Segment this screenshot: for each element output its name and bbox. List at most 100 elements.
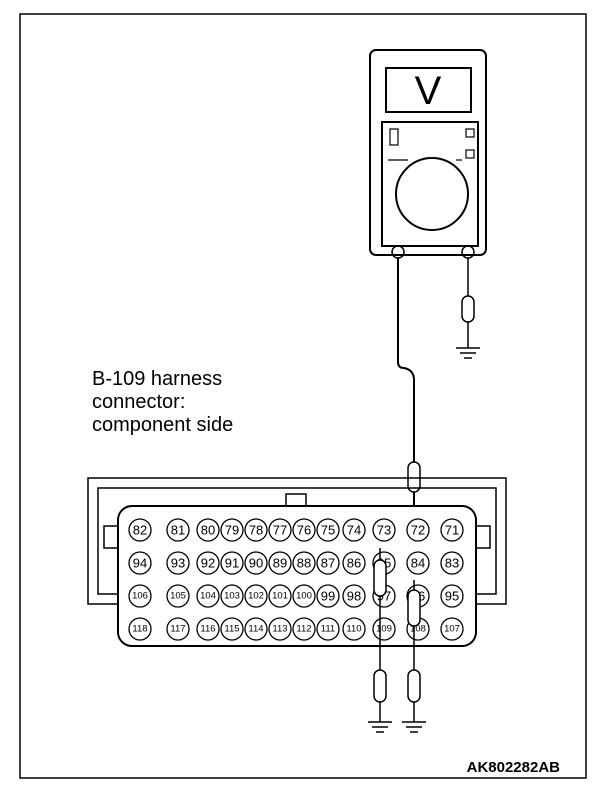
pin-label-111: 111 <box>321 624 335 635</box>
pin-84 <box>406 551 430 575</box>
pin-91 <box>220 551 244 575</box>
pin-label-89: 89 <box>273 556 287 571</box>
pin-label-76: 76 <box>297 523 311 538</box>
pin-110 <box>342 617 366 641</box>
pin-label-72: 72 <box>411 523 425 538</box>
pin-71 <box>440 518 464 542</box>
pin-label-90: 90 <box>249 556 263 571</box>
pin-73 <box>372 518 396 542</box>
pin-label-106: 106 <box>132 591 148 602</box>
test-lead <box>397 258 421 520</box>
figure-frame <box>19 13 587 779</box>
pin-label-81: 81 <box>171 523 185 538</box>
pin-label-100: 100 <box>296 591 312 602</box>
pin-100 <box>292 584 316 608</box>
pin-88 <box>292 551 316 575</box>
connector-label-line3: component side <box>92 414 234 436</box>
pin-95 <box>440 584 464 608</box>
pin-75 <box>316 518 340 542</box>
pin-label-118: 118 <box>132 624 147 635</box>
pin-label-98: 98 <box>347 589 361 604</box>
pin-label-105: 105 <box>170 591 186 602</box>
pin-label-91: 91 <box>225 556 239 571</box>
pin-82 <box>128 518 152 542</box>
connector-probes <box>368 548 426 733</box>
pin-72 <box>406 518 430 542</box>
pin-77 <box>268 518 292 542</box>
pin-label-99: 99 <box>321 589 335 604</box>
pin-86 <box>342 551 366 575</box>
pin-114 <box>244 617 268 641</box>
pin-99 <box>316 584 340 608</box>
pin-116 <box>196 617 220 641</box>
pin-80 <box>196 518 220 542</box>
pin-106 <box>128 584 152 608</box>
pin-102 <box>244 584 268 608</box>
pin-105 <box>166 584 190 608</box>
pin-104 <box>196 584 220 608</box>
pin-94 <box>128 551 152 575</box>
pin-label-80: 80 <box>201 523 215 538</box>
probe-jack-right <box>461 245 475 259</box>
pin-label-75: 75 <box>321 523 335 538</box>
pin-83 <box>440 551 464 575</box>
pin-112 <box>292 617 316 641</box>
rotary-dial <box>395 157 469 231</box>
pin-label-113: 113 <box>272 624 287 635</box>
pin-89 <box>268 551 292 575</box>
pin-113 <box>268 617 292 641</box>
pin-101 <box>268 584 292 608</box>
pin-label-112: 112 <box>296 624 311 635</box>
pin-label-107: 107 <box>444 624 460 635</box>
pin-107 <box>440 617 464 641</box>
pin-81 <box>166 518 190 542</box>
pin-74 <box>342 518 366 542</box>
pin-label-93: 93 <box>171 556 185 571</box>
pin-label-83: 83 <box>445 556 459 571</box>
voltmeter: V <box>369 49 487 259</box>
connector-label: B-109 harness connector: component side <box>92 368 233 437</box>
pin-label-86: 86 <box>347 556 361 571</box>
pin-label-115: 115 <box>224 624 239 635</box>
pin-111 <box>316 617 340 641</box>
pin-label-101: 101 <box>272 591 288 602</box>
ground-probe-meter <box>456 258 480 359</box>
pin-label-109: 109 <box>376 624 392 635</box>
pin-118 <box>128 617 152 641</box>
pin-98 <box>342 584 366 608</box>
voltmeter-display-symbol: V <box>415 69 442 113</box>
probe-jack-left <box>391 245 405 259</box>
pin-90 <box>244 551 268 575</box>
pin-76 <box>292 518 316 542</box>
pin-93 <box>166 551 190 575</box>
connector-label-line2: connector: <box>92 391 186 413</box>
pin-label-84: 84 <box>411 556 425 571</box>
pin-label-94: 94 <box>133 556 147 571</box>
pin-label-114: 114 <box>248 624 263 635</box>
figure-code: AK802282AB <box>466 759 560 776</box>
pin-117 <box>166 617 190 641</box>
pin-label-79: 79 <box>225 523 239 538</box>
pin-92 <box>196 551 220 575</box>
pin-label-110: 110 <box>346 624 361 635</box>
pin-label-103: 103 <box>224 591 240 602</box>
pin-label-87: 87 <box>321 556 335 571</box>
pin-label-117: 117 <box>170 624 185 635</box>
pin-label-88: 88 <box>297 556 311 571</box>
pin-label-108: 108 <box>410 624 426 635</box>
pin-label-82: 82 <box>133 523 147 538</box>
connector-label-line1: B-109 harness <box>92 368 223 390</box>
pin-label-74: 74 <box>347 523 361 538</box>
pin-103 <box>220 584 244 608</box>
pin-label-73: 73 <box>377 523 391 538</box>
pin-label-95: 95 <box>445 589 459 604</box>
pin-label-71: 71 <box>445 523 459 538</box>
pin-87 <box>316 551 340 575</box>
pin-109 <box>372 617 396 641</box>
pin-label-104: 104 <box>200 591 216 602</box>
pin-label-78: 78 <box>249 523 263 538</box>
pin-79 <box>220 518 244 542</box>
pin-label-92: 92 <box>201 556 215 571</box>
